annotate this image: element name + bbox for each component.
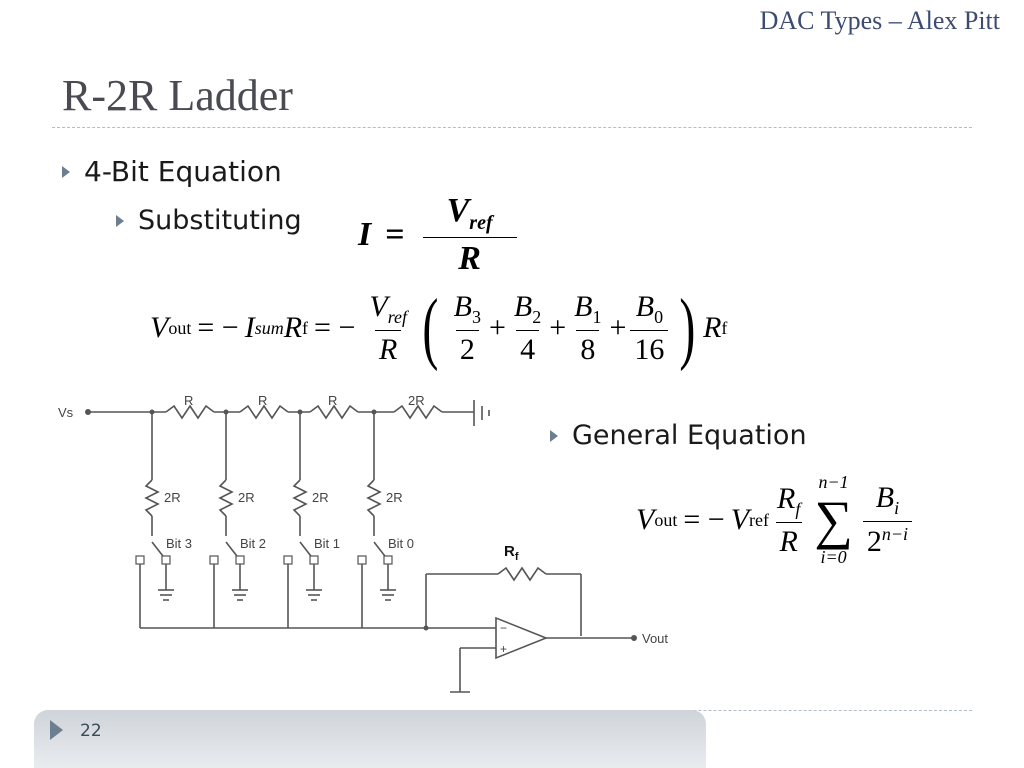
eq-symbol: B <box>635 289 655 323</box>
sigma-icon: ∑ <box>814 490 853 550</box>
presentation-header: DAC Types – Alex Pitt <box>759 6 1000 35</box>
fraction: Rf R <box>773 482 804 559</box>
title-divider <box>52 127 972 128</box>
vout-label: Vout <box>642 631 668 646</box>
opamp-minus-label: − <box>500 621 507 635</box>
eq-symbol: V <box>636 503 655 536</box>
vout-terminal <box>631 635 637 641</box>
eq-symbol: V <box>150 311 169 344</box>
eq-symbol: I <box>244 311 255 344</box>
eq-subscript: 1 <box>592 306 602 327</box>
left-paren: ( <box>422 284 439 372</box>
eq-operator: = − <box>683 503 725 536</box>
shunt-resistor-label: 2R <box>312 490 329 505</box>
fraction-b0: B0 16 <box>630 289 669 367</box>
eq-subscript: sum <box>254 317 284 338</box>
series-resistor-label: R <box>258 393 267 408</box>
bullet-text: 4-Bit Equation <box>84 155 282 188</box>
sum-lower-limit: i=0 <box>820 547 847 567</box>
eq-symbol: V <box>446 192 470 229</box>
bullet-general: General Equation <box>550 420 807 451</box>
footer-arrow-icon <box>50 720 63 740</box>
eq-number: 2 <box>455 329 479 367</box>
eq-number: 4 <box>516 329 540 367</box>
fraction-b3: B3 2 <box>450 290 485 367</box>
eq-symbol: B <box>875 481 895 514</box>
bullet-four-bit: 4-Bit Equation <box>62 155 282 188</box>
slide-number: 22 <box>80 721 102 741</box>
switch-label: Bit 2 <box>240 536 266 551</box>
eq-operator: + <box>549 311 567 344</box>
eq-symbol: R <box>283 311 303 344</box>
series-resistor-label: 2R <box>408 393 425 408</box>
eq-symbol: R <box>777 481 796 515</box>
eq-symbol: R <box>779 524 798 558</box>
eq-symbol: R <box>379 332 398 366</box>
eq-subscript: out <box>168 317 192 338</box>
eq-operator: + <box>489 311 506 344</box>
fraction: Bi 2n−i <box>862 481 912 559</box>
eq-symbol: V <box>730 503 750 536</box>
bullet-arrow-icon <box>116 214 124 227</box>
current-equation: I = Vref R <box>358 192 521 278</box>
switch-label: Bit 1 <box>314 536 340 551</box>
eq-subscript: out <box>654 509 678 530</box>
right-paren: ) <box>679 284 696 372</box>
series-resistor-label: R <box>184 393 193 408</box>
sum-upper-limit: n−1 <box>818 472 849 492</box>
eq-symbol: B <box>574 289 593 323</box>
r2r-ladder-schematic: Vs R R R 2R 2R 2R 2R 2R Bit 3 Bit 2 Bit … <box>58 393 668 693</box>
svg-text:Rf: Rf <box>504 543 519 563</box>
eq-number: 8 <box>576 329 600 367</box>
eq-subscript: 3 <box>472 306 481 327</box>
eq-subscript: f <box>721 317 728 338</box>
eq-exponent: n−i <box>881 524 908 544</box>
bullet-substituting: Substituting <box>116 205 302 236</box>
eq-subscript: ref <box>749 509 769 530</box>
eq-subscript: i <box>894 498 900 518</box>
opamp-plus-label: + <box>500 642 507 656</box>
bullet-text: Substituting <box>138 205 302 236</box>
bullet-arrow-icon <box>550 429 558 442</box>
shunt-resistor-label: 2R <box>386 490 403 505</box>
fraction: Vref R <box>365 290 411 367</box>
eq-symbol: R <box>703 311 722 344</box>
eq-subscript: ref <box>469 211 493 234</box>
summation: n−1 ∑ i=0 <box>814 472 853 568</box>
eq-operator: = − <box>197 311 239 344</box>
vs-terminal <box>85 409 91 415</box>
fraction: Vref R <box>422 192 517 278</box>
eq-subscript: 2 <box>532 306 542 327</box>
bullet-arrow-icon <box>62 165 70 178</box>
series-resistor-label: R <box>328 393 337 408</box>
vs-label: Vs <box>58 405 74 420</box>
shunt-resistor-label: 2R <box>164 490 181 505</box>
eq-subscript: f <box>795 498 801 519</box>
shunt-resistor-label: 2R <box>238 490 255 505</box>
eq-operator: = − <box>314 311 356 344</box>
eq-symbol: V <box>369 289 388 323</box>
fraction-b2: B2 4 <box>510 290 545 367</box>
switch-label: Bit 3 <box>166 536 192 551</box>
footer-bar <box>34 710 706 768</box>
rf-subscript: f <box>515 551 519 563</box>
eq-symbol: I <box>358 215 372 253</box>
eq-symbol: B <box>453 289 472 323</box>
eq-subscript: f <box>302 317 309 338</box>
eq-symbol: B <box>513 289 533 323</box>
slide-title: R-2R Ladder <box>62 71 293 120</box>
eq-symbol: R <box>458 239 481 277</box>
eq-number: 16 <box>630 329 669 367</box>
fraction-b1: B1 8 <box>570 290 605 367</box>
eq-subscript: 0 <box>654 306 664 327</box>
bullet-text: General Equation <box>572 420 807 451</box>
eq-subscript: ref <box>387 306 408 327</box>
switch-label: Bit 0 <box>388 536 414 551</box>
eq-number: 2 <box>866 525 882 558</box>
eq-operator: + <box>609 311 627 344</box>
rf-label: R <box>504 543 515 560</box>
eq-operator: = <box>385 215 405 253</box>
